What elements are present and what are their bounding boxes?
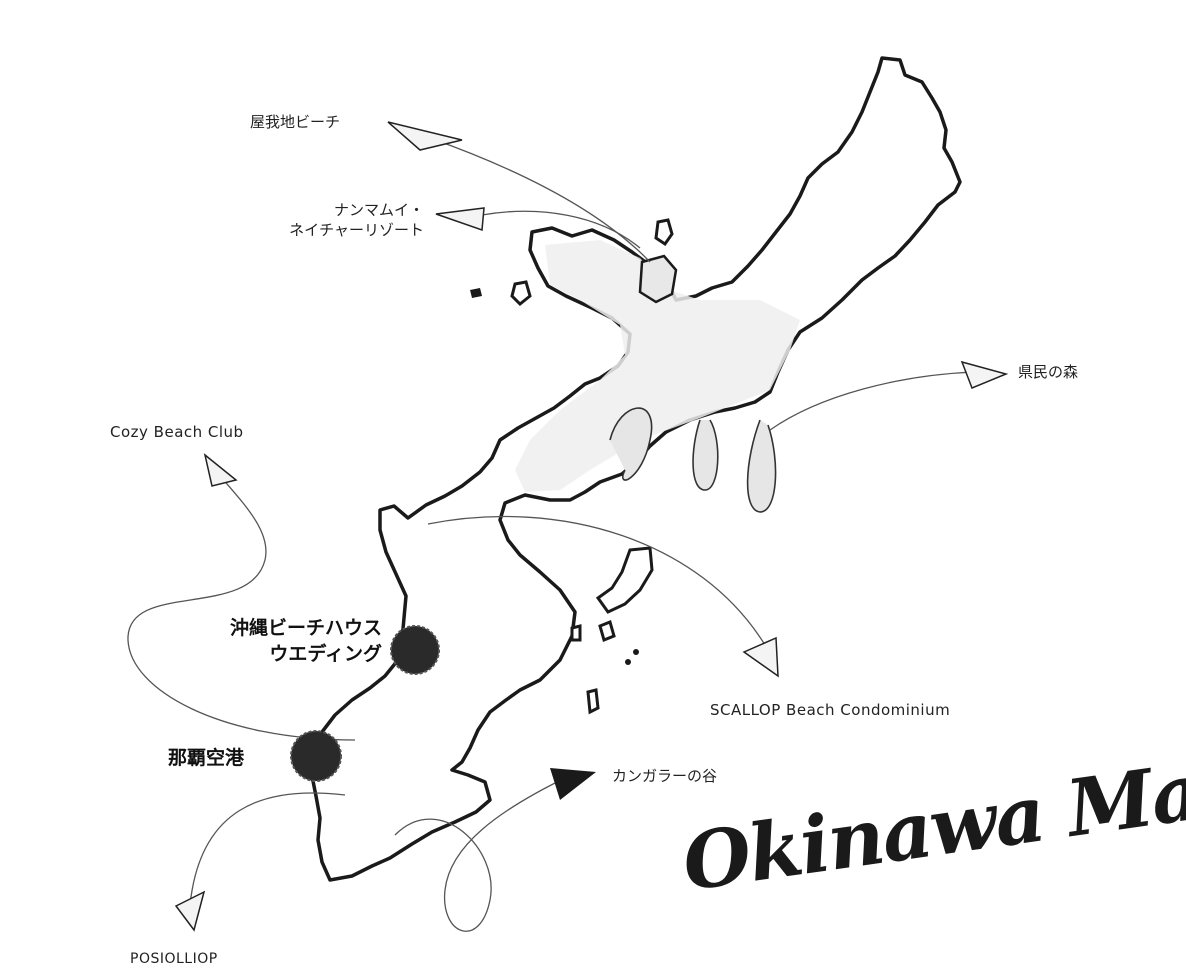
flight-paths bbox=[127, 137, 976, 932]
label-airport[interactable]: 那覇空港 bbox=[168, 747, 245, 769]
label-nanmamui[interactable]: ナンマムイ・ ネイチャーリゾート bbox=[238, 200, 424, 241]
island-small-5 bbox=[586, 688, 600, 715]
path-cozy bbox=[127, 469, 356, 741]
label-scallop[interactable]: SCALLOP Beach Condominium bbox=[710, 701, 951, 719]
label-beachhouse-line2: ウエディング bbox=[269, 642, 382, 665]
path-posiolliop bbox=[189, 792, 346, 906]
path-nanmamui bbox=[481, 210, 641, 249]
paper-plane-posiolliop bbox=[174, 890, 206, 932]
label-nanmamui-line1: ナンマムイ・ bbox=[333, 201, 424, 219]
paper-plane-cozy bbox=[203, 453, 238, 487]
label-kangara[interactable]: カンガラーの谷 bbox=[612, 767, 718, 785]
path-scallop bbox=[427, 515, 766, 646]
yagaji-islet bbox=[638, 254, 678, 304]
path-kangara bbox=[394, 777, 566, 932]
island-dot bbox=[625, 659, 631, 665]
island-small-4 bbox=[598, 619, 616, 643]
island-small-2 bbox=[510, 280, 532, 307]
north-region-shade bbox=[515, 240, 800, 492]
beachhouse-marker bbox=[390, 625, 440, 675]
paper-plane-scallop bbox=[742, 636, 779, 678]
label-cozy[interactable]: Cozy Beach Club bbox=[110, 423, 244, 441]
arrowhead-kangara bbox=[550, 768, 596, 800]
label-kenmin[interactable]: 県民の森 bbox=[1018, 363, 1079, 381]
label-beachhouse[interactable]: 沖縄ビーチハウス ウエディング bbox=[180, 616, 382, 667]
label-beachhouse-line1: 沖縄ビーチハウス bbox=[229, 617, 382, 639]
label-yagaji[interactable]: 屋我地ビーチ bbox=[250, 113, 341, 131]
paper-plane-yagaji bbox=[387, 121, 463, 151]
label-posiolliop[interactable]: POSIOLLIOP bbox=[130, 951, 218, 967]
path-kenmin bbox=[769, 371, 976, 431]
island-small-3 bbox=[470, 288, 482, 298]
label-nanmamui-line2: ネイチャーリゾート bbox=[289, 221, 424, 240]
island-dot bbox=[633, 649, 639, 655]
island-chain-east bbox=[595, 546, 654, 614]
okinawa-island-outline bbox=[310, 56, 962, 882]
paper-plane-kenmin bbox=[960, 360, 1009, 389]
path-yagaji bbox=[429, 137, 651, 263]
island-small-6 bbox=[570, 624, 582, 642]
kenmin-loops bbox=[609, 407, 777, 513]
paper-plane-nanmamui bbox=[435, 207, 485, 232]
airport-marker bbox=[290, 730, 342, 782]
island-small-1 bbox=[654, 218, 674, 247]
